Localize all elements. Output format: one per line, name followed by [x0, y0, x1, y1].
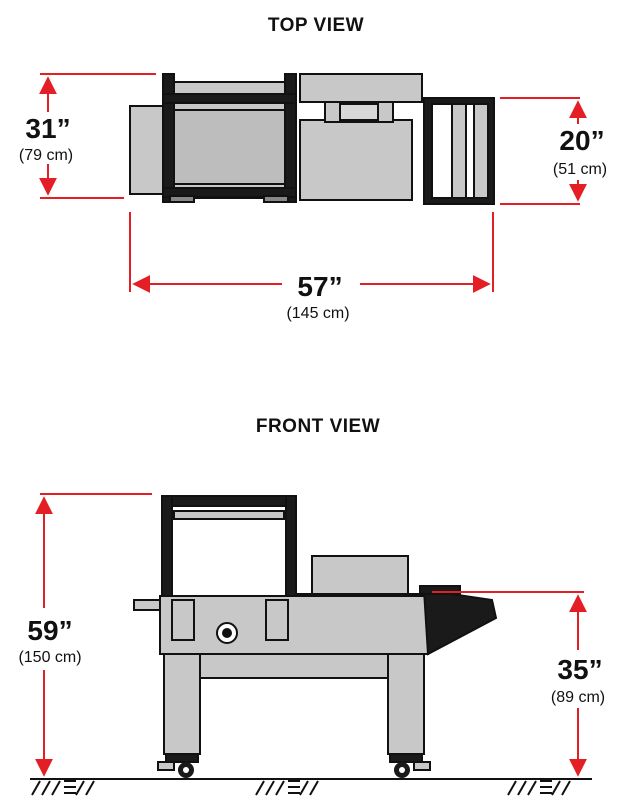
work-height-value: 35”: [557, 654, 602, 685]
caster-brake-right: [413, 761, 431, 771]
depth-value: 31”: [25, 113, 70, 144]
caster-plate-right: [389, 753, 423, 763]
top-view-title: TOP VIEW: [268, 15, 364, 36]
front-view-title: FRONT VIEW: [256, 416, 380, 437]
wheel-hub-right: [399, 767, 405, 773]
sealer-platform: [171, 109, 289, 185]
wheel-hub-left: [183, 767, 189, 773]
caster-brake-left: [157, 761, 175, 771]
conveyor-value: 20”: [559, 125, 604, 156]
outfeed-conveyor: [422, 588, 498, 656]
cabinet-panel-left: [171, 599, 195, 641]
work-height-metric: (89 cm): [551, 689, 605, 706]
frame-bottom-bar: [162, 187, 297, 198]
tunnel-body: [299, 119, 413, 201]
infeed-table: [129, 105, 167, 195]
leg-left: [163, 653, 201, 755]
hatch-left: [31, 780, 95, 796]
frame-left: [162, 73, 175, 203]
foot-right: [263, 195, 289, 203]
hatch-right: [507, 780, 571, 796]
top-view-machine: [129, 73, 495, 205]
frame-right: [284, 73, 297, 203]
front-view-dimensions: [35, 493, 587, 777]
roller-2: [473, 103, 489, 199]
upper-frame-left: [161, 495, 173, 597]
hatch-center: [255, 780, 319, 796]
roller-1: [451, 103, 467, 199]
front-view-machine: [133, 495, 498, 771]
ground: [30, 778, 592, 796]
caster-plate-left: [165, 753, 199, 763]
conveyor-metric: (51 cm): [553, 161, 607, 178]
leg-right: [387, 653, 425, 755]
tunnel-vent: [339, 103, 379, 121]
gauge-center-icon: [222, 628, 232, 638]
tunnel-upper: [311, 555, 409, 597]
top-view-dimensions: [39, 73, 587, 293]
length-value: 57”: [297, 271, 342, 302]
cabinet-panel-right: [265, 599, 289, 641]
frame-top-bar: [162, 93, 297, 104]
height-value: 59”: [27, 615, 72, 646]
outfeed-lip: [419, 585, 461, 595]
depth-metric: (79 cm): [19, 147, 73, 164]
seal-bar: [173, 510, 285, 520]
foot-left: [169, 195, 195, 203]
crossbar: [199, 653, 389, 679]
upper-frame-right: [285, 495, 297, 597]
height-metric: (150 cm): [18, 649, 81, 666]
cabinet: [159, 595, 429, 655]
tunnel-top: [299, 73, 423, 103]
upper-frame-top: [161, 495, 297, 507]
length-metric: (145 cm): [286, 305, 349, 322]
